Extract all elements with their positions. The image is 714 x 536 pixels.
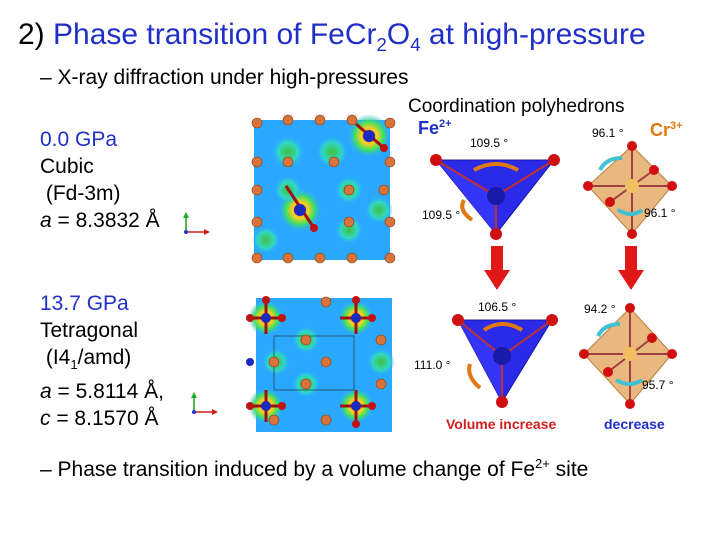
angle-fe-left-ambient: 109.5 °	[422, 208, 461, 222]
axis-icon-cubic	[183, 212, 210, 235]
tetragonal-pressure: 13.7 GPa	[40, 292, 129, 315]
volume-decrease-label: decrease	[604, 416, 665, 432]
arrow-down-cr	[618, 246, 644, 290]
cr-octahedron-high-pressure	[579, 303, 677, 409]
tetragonal-space-group: (I41/amd)	[45, 346, 132, 373]
fe-tetrahedron-high-pressure	[452, 314, 558, 408]
fe-tetrahedron-ambient	[430, 154, 560, 240]
cr-ion-label: Cr3+	[650, 120, 683, 140]
tetragonal-lattice-c: c = 8.1570 Å	[40, 407, 159, 431]
angle-fe-top-ambient: 109.5 °	[470, 136, 509, 150]
cubic-space-group: (Fd-3m)	[45, 182, 121, 205]
angle-cr-right-ambient: 96.1 °	[644, 206, 676, 220]
bullet-xrd: – X-ray diffraction under high-pressures	[40, 66, 409, 89]
angle-cr-top-high-pressure: 94.2 °	[584, 302, 616, 316]
angle-cr-right-high-pressure: 95.7 °	[642, 378, 674, 392]
arrow-down-fe	[484, 246, 510, 290]
tetragonal-phase: Tetragonal	[40, 319, 139, 342]
cubic-pressure: 0.0 GPa	[40, 128, 118, 151]
cubic-lattice-a: a = 8.3832 Å	[40, 209, 160, 232]
cubic-density-map	[251, 114, 396, 264]
cr-octahedron-ambient	[583, 141, 677, 239]
cubic-phase: Cubic	[40, 155, 94, 178]
bullet-conclusion: – Phase transition induced by a volume c…	[40, 456, 589, 481]
cubic-info: 0.0 GPa Cubic (Fd-3m) a = 8.3832 Å	[40, 126, 160, 234]
slide-title: 2) Phase transition of FeCr2O4 at high-p…	[18, 18, 646, 55]
tetragonal-info: 13.7 GPa Tetragonal (I41/amd) a = 5.8114…	[40, 290, 164, 432]
angle-fe-top-high-pressure: 106.5 °	[478, 300, 517, 314]
fe-ion-label: Fe2+	[418, 118, 452, 138]
tetragonal-density-map	[246, 296, 395, 432]
angle-fe-left-high-pressure: 111.0 °	[414, 358, 451, 372]
axis-icon-tetragonal	[191, 392, 218, 415]
volume-increase-label: Volume increase	[446, 416, 557, 432]
polyhedra-heading: Coordination polyhedrons	[408, 96, 625, 117]
angle-cr-top-ambient: 96.1 °	[592, 126, 624, 140]
tetragonal-lattice-a: a = 5.8114 Å,	[40, 380, 164, 404]
